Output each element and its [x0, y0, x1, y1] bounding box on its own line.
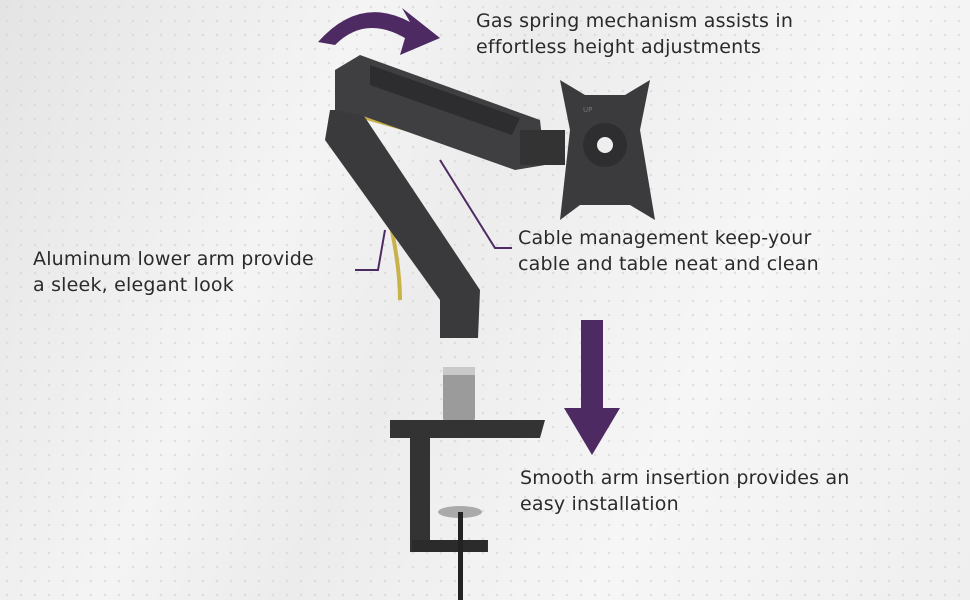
gas-spring-caption: Gas spring mechanism assists in effortle… — [476, 8, 793, 60]
cable-caption: Cable management keep-your cable and tab… — [518, 225, 819, 277]
mount-pole — [443, 367, 475, 422]
caption-line: Smooth arm insertion provides an — [520, 467, 850, 489]
leader-line-cable — [439, 159, 512, 249]
insertion-caption: Smooth arm insertion provides an easy in… — [520, 465, 850, 517]
caption-line: Cable management keep-your — [518, 227, 812, 249]
caption-line: Aluminum lower arm provide — [33, 248, 314, 270]
caption-line: a sleek, elegant look — [33, 274, 234, 296]
up-marking: UP — [583, 106, 592, 114]
caption-line: Gas spring mechanism assists in — [476, 10, 794, 32]
desk-clamp — [390, 420, 545, 552]
down-arrow-icon — [564, 320, 620, 455]
caption-line: easy installation — [520, 493, 679, 515]
lower-arm-caption: Aluminum lower arm provide a sleek, eleg… — [33, 246, 314, 298]
curved-arrow-icon — [318, 8, 440, 55]
leader-line-lower-arm — [355, 229, 386, 271]
caption-line: cable and table neat and clean — [518, 253, 819, 275]
caption-line: effortless height adjustments — [476, 36, 762, 58]
lower-arm — [325, 110, 480, 338]
